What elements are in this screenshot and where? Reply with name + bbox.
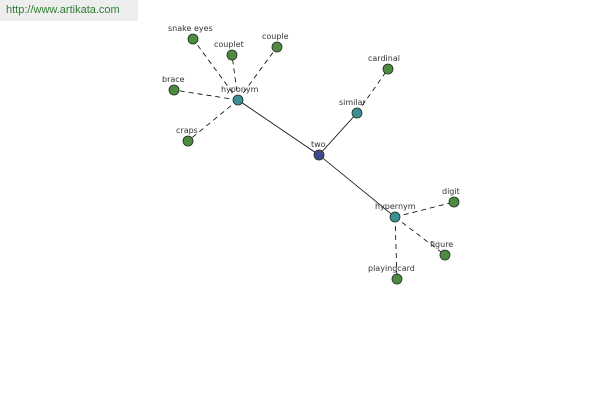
node-circle[interactable] — [391, 273, 403, 285]
node-digit[interactable]: digit — [442, 187, 460, 208]
node-brace[interactable]: brace — [162, 75, 185, 96]
edge-hyponym-couple — [237, 46, 278, 101]
node-circle[interactable] — [389, 211, 401, 223]
node-circle[interactable] — [351, 107, 363, 119]
edge-hypernym-playingcard — [394, 216, 398, 280]
node-circle[interactable] — [187, 33, 199, 45]
edge-two-hypernym — [318, 154, 396, 218]
edge-hypernym-digit — [394, 201, 455, 218]
node-circle[interactable] — [448, 196, 460, 208]
edge-hyponym-brace — [173, 89, 239, 101]
node-label: two — [311, 140, 326, 149]
node-circle[interactable] — [168, 84, 180, 96]
edge-two-hyponym — [237, 99, 320, 156]
edge-hyponym-snake_eyes — [192, 38, 239, 101]
node-label: playingcard — [368, 264, 415, 273]
node-circle[interactable] — [439, 249, 451, 261]
node-similar[interactable]: similar — [339, 98, 367, 119]
node-label: similar — [339, 98, 367, 107]
node-snake-eyes[interactable]: snake eyes — [168, 24, 213, 45]
edge-layer — [173, 38, 455, 280]
edge-hypernym-figure — [394, 216, 446, 256]
node-label: brace — [162, 75, 185, 84]
node-label: cardinal — [368, 54, 400, 63]
node-label: hypernym — [375, 202, 416, 211]
node-label: craps — [176, 126, 198, 135]
node-circle[interactable] — [382, 63, 394, 75]
node-label: couple — [262, 32, 289, 41]
node-circle[interactable] — [313, 149, 325, 161]
node-label: figure — [430, 240, 453, 249]
node-circle[interactable] — [226, 49, 238, 61]
node-label: hyponym — [221, 85, 259, 94]
node-circle[interactable] — [232, 94, 244, 106]
node-couple[interactable]: couple — [262, 32, 289, 53]
node-two[interactable]: two — [311, 140, 326, 161]
node-hyponym[interactable]: hyponym — [221, 85, 259, 106]
node-hypernym[interactable]: hypernym — [375, 202, 416, 223]
node-playingcard[interactable]: playingcard — [368, 264, 415, 285]
edge-hyponym-craps — [187, 99, 239, 142]
node-cardinal[interactable]: cardinal — [368, 54, 400, 75]
node-figure[interactable]: figure — [430, 240, 453, 261]
node-couplet[interactable]: couplet — [214, 40, 244, 61]
node-craps[interactable]: craps — [176, 126, 198, 147]
edge-hyponym-couplet — [231, 54, 239, 101]
source-url-banner[interactable]: http://www.artikata.com — [0, 0, 138, 21]
node-label: snake eyes — [168, 24, 213, 33]
node-label: couplet — [214, 40, 244, 49]
edge-two-similar — [318, 112, 358, 156]
node-circle[interactable] — [271, 41, 283, 53]
node-circle[interactable] — [182, 135, 194, 147]
node-label: digit — [442, 187, 460, 196]
